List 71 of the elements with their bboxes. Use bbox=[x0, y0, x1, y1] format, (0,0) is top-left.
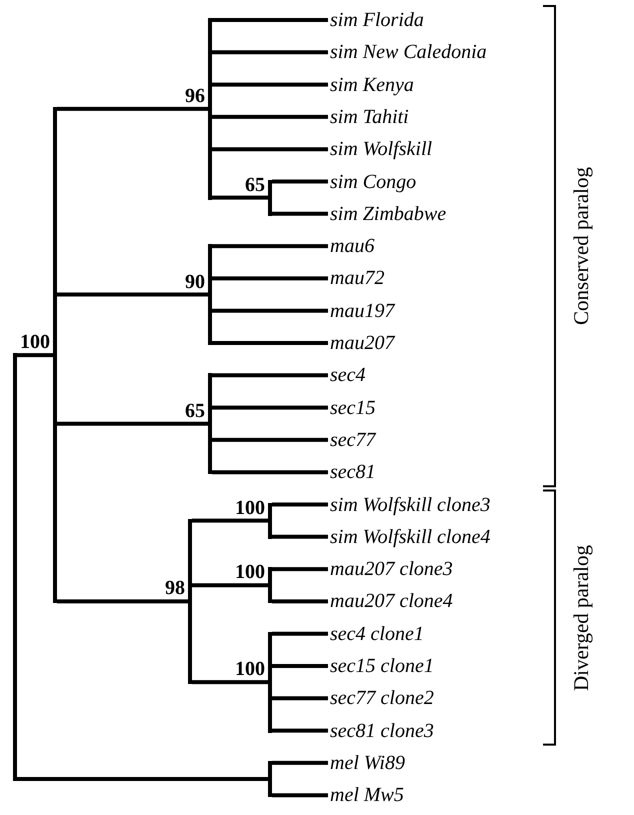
branch-line bbox=[272, 180, 328, 184]
clade-label: Diverged paralog bbox=[569, 544, 593, 691]
branch-line bbox=[212, 341, 328, 345]
taxon-label: mel Wi89 bbox=[330, 750, 405, 775]
branch-line bbox=[57, 106, 208, 111]
branch-line bbox=[272, 664, 328, 668]
branch-line bbox=[212, 308, 328, 313]
bootstrap-value: 100 bbox=[235, 659, 265, 680]
taxon-label: mau72 bbox=[330, 266, 384, 290]
taxon-label: sec4 bbox=[330, 363, 366, 388]
taxon-label: sim Florida bbox=[330, 8, 424, 32]
taxon-label: sec77 bbox=[330, 428, 376, 452]
branch-line bbox=[212, 438, 328, 442]
taxon-label: sim Wolfskill bbox=[330, 137, 432, 162]
taxon-label: sec15 clone1 bbox=[330, 654, 434, 678]
branch-line bbox=[272, 760, 328, 765]
taxon-label: sim Tahiti bbox=[330, 104, 409, 129]
taxon-label: sec77 clone2 bbox=[330, 686, 434, 710]
bootstrap-value: 90 bbox=[185, 272, 205, 292]
bootstrap-value: 65 bbox=[245, 174, 265, 195]
branch-line bbox=[272, 534, 328, 539]
branch-line bbox=[212, 406, 328, 410]
branch-line bbox=[272, 212, 328, 216]
branch-line bbox=[192, 680, 268, 684]
branch-line bbox=[212, 50, 328, 54]
taxon-label: mau207 bbox=[330, 331, 394, 355]
taxon-label: mau197 bbox=[330, 298, 394, 323]
branch-line bbox=[272, 696, 328, 700]
taxon-label: mau6 bbox=[330, 234, 374, 258]
branch-line bbox=[57, 292, 208, 297]
branch-line bbox=[212, 373, 328, 378]
taxon-label: mau207 clone4 bbox=[330, 589, 453, 614]
taxon-label: sec81 clone3 bbox=[330, 718, 434, 743]
branch-line bbox=[272, 599, 328, 604]
bootstrap-value: 65 bbox=[185, 400, 205, 421]
branch-line bbox=[17, 353, 53, 358]
taxon-label: sim Wolfskill clone3 bbox=[330, 492, 490, 516]
branch-line bbox=[272, 567, 328, 572]
taxon-label: sim Wolfskill clone4 bbox=[330, 524, 490, 549]
branch-line bbox=[212, 470, 328, 474]
taxon-label: sim New Caledonia bbox=[330, 40, 487, 64]
branch-line bbox=[17, 777, 268, 782]
bootstrap-value: 100 bbox=[235, 562, 265, 582]
bootstrap-value: 96 bbox=[185, 86, 205, 106]
branch-line bbox=[57, 599, 188, 604]
branch-line bbox=[212, 18, 328, 22]
branch-line bbox=[212, 196, 268, 200]
branch-line bbox=[272, 728, 328, 733]
taxon-label: sec81 bbox=[330, 460, 376, 484]
branch-line bbox=[192, 583, 268, 588]
bootstrap-value: 98 bbox=[165, 578, 185, 598]
taxon-label: mau207 clone3 bbox=[330, 557, 453, 582]
taxon-label: sec4 clone1 bbox=[330, 622, 424, 646]
branch-line bbox=[272, 793, 328, 798]
taxon-label: sim Congo bbox=[330, 170, 416, 194]
branch-line bbox=[272, 632, 328, 636]
taxon-label: sim Zimbabwe bbox=[330, 202, 446, 226]
branch-line bbox=[57, 422, 208, 426]
taxon-label: mel Mw5 bbox=[330, 783, 404, 808]
branch-line bbox=[212, 114, 328, 119]
branch-line bbox=[272, 502, 328, 506]
branch-line bbox=[192, 518, 268, 523]
clade-label: Conserved paralog bbox=[569, 167, 593, 326]
bootstrap-value: 100 bbox=[20, 332, 50, 352]
branch-line bbox=[212, 147, 328, 152]
branch-line bbox=[212, 244, 328, 248]
branch-line bbox=[212, 82, 328, 87]
bootstrap-value: 100 bbox=[235, 498, 265, 518]
taxon-label: sim Kenya bbox=[330, 72, 414, 97]
taxon-label: sec15 bbox=[330, 396, 376, 420]
branch-line bbox=[212, 276, 328, 280]
